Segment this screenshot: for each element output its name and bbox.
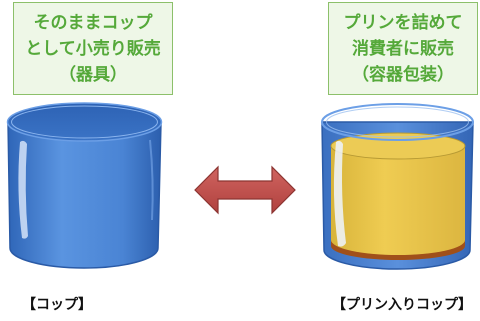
label-right-line-2: 消費者に販売 <box>352 38 454 59</box>
label-left-line-1: そのままコップ <box>33 12 153 33</box>
label-left-line-2: として小売り販売 <box>25 38 161 59</box>
label-right-line-1: プリンを詰めて <box>343 12 463 33</box>
label-box-left: そのままコップ として小売り販売 （器具） <box>13 2 173 95</box>
caption-pudding-cup: 【プリン入りコップ】 <box>332 297 472 313</box>
double-arrow <box>194 165 296 215</box>
label-right-line-3: （容器包装） <box>352 64 454 85</box>
pudding-cup <box>321 103 474 270</box>
label-box-right: プリンを詰めて 消費者に販売 （容器包装） <box>328 2 478 95</box>
caption-cup: 【コップ】 <box>22 297 92 313</box>
label-left-line-3: （器具） <box>59 64 127 85</box>
empty-cup <box>6 102 163 269</box>
